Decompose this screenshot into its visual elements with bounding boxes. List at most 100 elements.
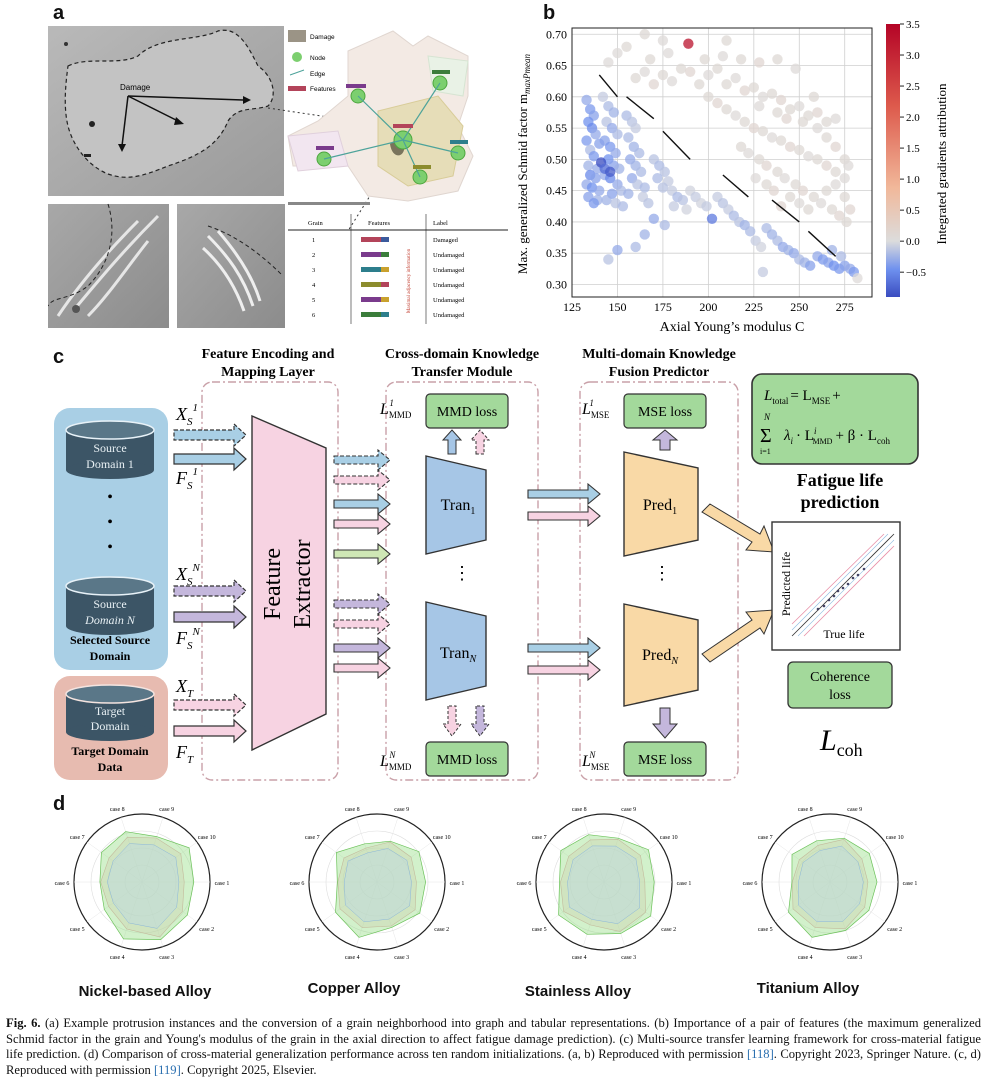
target-domain-label-1: Target [95, 704, 126, 718]
radar-case-label: case 3 [394, 955, 409, 961]
input-ft: FT [175, 742, 194, 766]
trend-segment [598, 74, 618, 98]
radar-case-label: case 5 [532, 927, 547, 933]
scatter-point [804, 260, 816, 271]
scatter-point [743, 147, 754, 159]
caption-ref-118[interactable]: [118] [746, 1047, 774, 1061]
figure-caption: Fig. 6. (a) Example protrusion instances… [6, 1016, 981, 1078]
x-tick-label: 125 [563, 300, 581, 314]
table-grain-2: 2 [312, 252, 315, 259]
fatigue-title-1: Fatigue life [797, 470, 883, 490]
scatter-point [844, 204, 856, 215]
scatter-point [784, 141, 796, 153]
mse-loss-bottom-box [623, 741, 707, 777]
panel-label-a: a [53, 2, 65, 24]
table-header-features: Features [368, 220, 390, 227]
radar-case-label: case 10 [660, 835, 678, 841]
l-mmd-bottom: LMMDN [379, 750, 412, 772]
scatter-point [677, 194, 689, 206]
scatter-point [826, 204, 838, 215]
pred-n-module [623, 603, 699, 707]
scatter-point [830, 141, 841, 153]
scatter-point [594, 185, 605, 196]
scatter-point [643, 197, 654, 209]
l-mmd-top: LMMD1 [379, 398, 412, 420]
radar-title-nickel: Nickel-based Alloy [78, 983, 212, 1000]
scatter-point [683, 38, 694, 49]
table-grain-5: 5 [312, 297, 315, 304]
scatter-point [754, 57, 765, 68]
scatter-point [684, 66, 696, 77]
radar-case-label: case 1 [903, 881, 918, 887]
trend-segment [722, 174, 749, 198]
plot-frame [571, 27, 873, 298]
x-tick-label: 225 [745, 300, 763, 314]
scatter-point [826, 244, 838, 256]
scatter-point [675, 63, 687, 74]
y-tick-label: 0.30 [546, 277, 567, 291]
scatter-point [750, 172, 761, 184]
scatter-point [694, 79, 705, 90]
radar-title-stainless: Stainless Alloy [524, 983, 632, 1000]
scatter-point [772, 107, 783, 118]
radar-case-label: case 7 [70, 835, 85, 841]
scatter-point [794, 197, 805, 209]
scatter-point [739, 116, 750, 128]
feature-extractor-label-1: Feature [260, 548, 286, 620]
scatter-point [730, 110, 741, 121]
x-tick-label: 200 [699, 300, 717, 314]
scatter-point [803, 151, 814, 162]
scatter-point [781, 113, 792, 124]
source-domain-n-label-2: Domain N [84, 613, 136, 627]
scatter-point [757, 126, 769, 137]
y-tick-label: 0.65 [546, 59, 567, 73]
caption-ref-119[interactable]: [119] [153, 1062, 181, 1077]
scatter-point [603, 57, 614, 68]
selected-source-label-1: Selected Source [70, 633, 151, 647]
caption-text-2: . Copyright 2023, Springer Nature. (c, d… [6, 1047, 981, 1077]
formula-sum: Σ [760, 425, 772, 447]
col-title-3-line2: Fusion Predictor [609, 365, 709, 380]
col-title-1-line2: Mapping Layer [221, 365, 315, 380]
source-domain-n-label-1: Source [93, 597, 126, 611]
table-grain-6: 6 [312, 312, 316, 319]
y-tick-label: 0.60 [546, 90, 567, 104]
colorbar-label: Integrated gradients attribution [934, 83, 949, 245]
scatter-point [808, 191, 820, 203]
sem-image-bottom-right [177, 204, 285, 328]
radar-case-label: case 5 [758, 927, 773, 933]
scatter-point [588, 151, 600, 162]
scatter-point [721, 79, 732, 90]
scatter-point [623, 188, 634, 199]
radar-series-other [798, 845, 864, 923]
scatter-point [668, 201, 680, 212]
source-domain-n-cylinder: Source Domain N [65, 576, 155, 635]
coherence-loss-box [787, 661, 893, 709]
scatter-point [657, 182, 669, 193]
scatter-point [663, 47, 674, 59]
scatter-point [812, 122, 823, 134]
fatigue-title-2: prediction [801, 492, 880, 512]
scatter-point [659, 166, 670, 178]
y-tick-label: 0.55 [546, 121, 567, 135]
scatter-point [821, 160, 832, 171]
formula-line-1: Ltotal= LMSE+ [763, 388, 841, 406]
radar-case-label: case 2 [434, 927, 449, 933]
scatter-point [648, 213, 660, 225]
scatter-point [712, 97, 723, 109]
damage-arrow [127, 95, 244, 101]
radar-case-label: case 8 [798, 807, 813, 813]
scatter-point [775, 94, 787, 106]
radar-case-label: case 9 [621, 807, 636, 813]
scatter-point [812, 154, 823, 165]
scatter-point [610, 147, 621, 159]
radar-case-label: case 5 [70, 927, 85, 933]
scatter-point [830, 166, 841, 178]
radar-case-label: case 3 [847, 955, 862, 961]
feature-extractor-label-2: Extractor [290, 539, 316, 628]
arrow-xt [173, 692, 247, 718]
